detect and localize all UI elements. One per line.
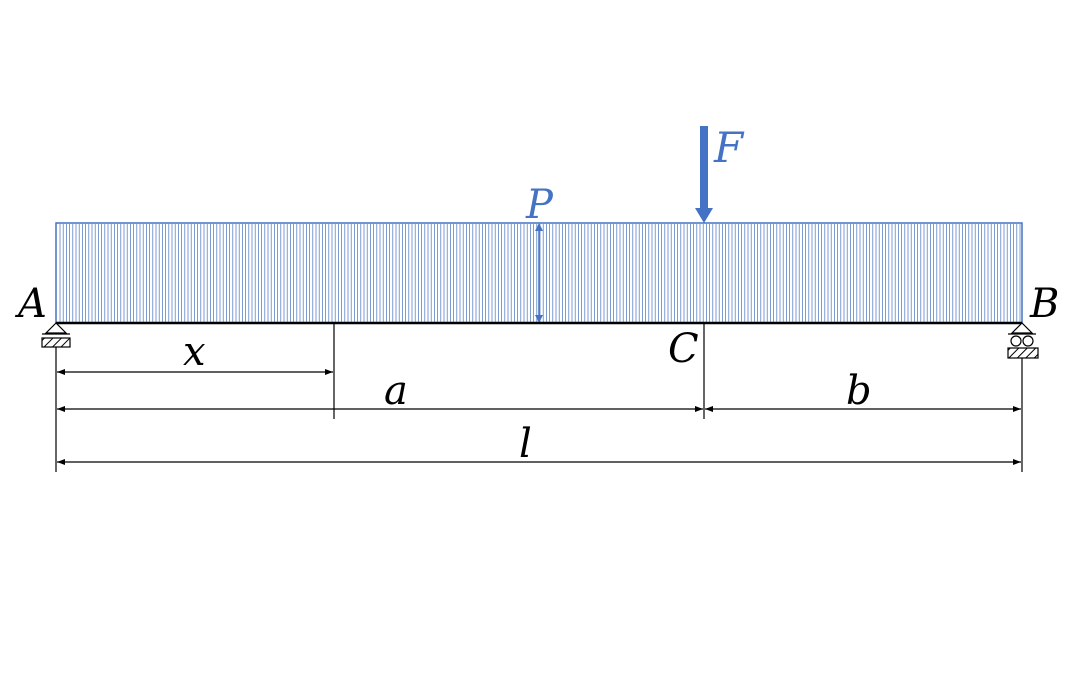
label-load-p: P [525, 182, 554, 228]
label-point-b: B [1029, 281, 1059, 327]
label-dimension-l: l [519, 421, 532, 467]
p-arrow-head-bottom [535, 315, 543, 323]
pin-triangle [44, 322, 68, 334]
label-dimension-b: b [846, 368, 872, 414]
roller-triangle [1010, 322, 1034, 334]
roller-wheel-right [1022, 335, 1034, 347]
roller-wheel-left [1010, 335, 1022, 347]
pin-ground-hatch [41, 337, 71, 348]
pin-support-a [41, 322, 71, 348]
force-f-arrow [695, 126, 713, 223]
label-dimension-a: a [384, 368, 408, 414]
force-f-shaft [700, 126, 708, 210]
label-point-c: C [668, 326, 699, 372]
label-force-f: F [713, 123, 745, 172]
force-f-head [695, 208, 713, 223]
label-dimension-x: x [183, 329, 206, 375]
load-hatch-lines [59, 224, 1021, 322]
load-magnitude-arrow [535, 223, 543, 323]
roller-ground-hatch [1007, 347, 1039, 359]
label-point-a: A [14, 281, 47, 327]
dimension-lines [57, 369, 1021, 465]
roller-support-b [1007, 322, 1039, 359]
extension-lines [55, 323, 1023, 472]
p-arrow-head-top [535, 223, 543, 231]
